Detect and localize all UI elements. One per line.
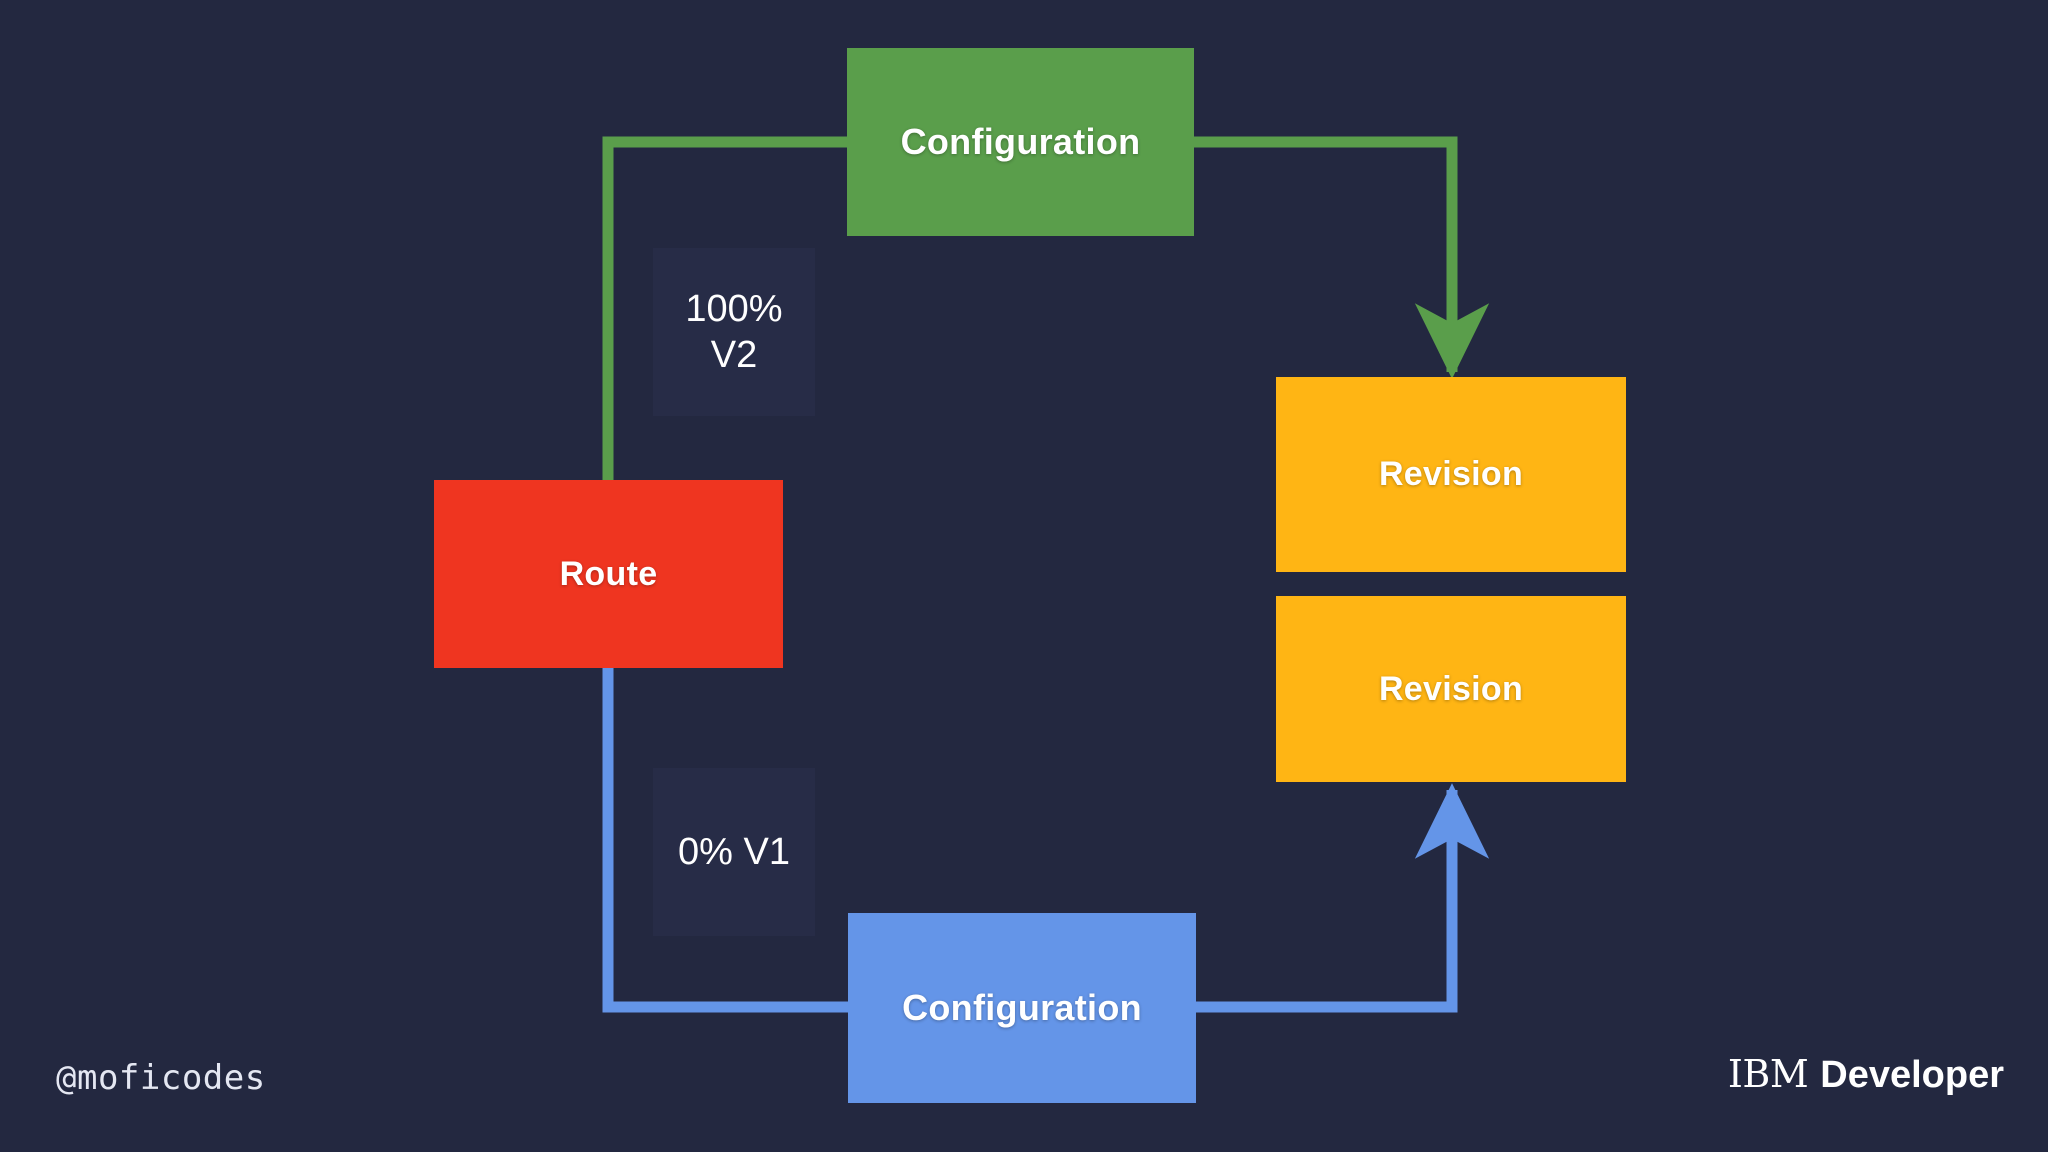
node-configuration-green[interactable]: Configuration <box>847 48 1194 236</box>
ibm-wordmark: IBM <box>1727 1052 1809 1096</box>
node-revision-bottom[interactable]: Revision <box>1276 596 1626 782</box>
edge-blue-right-leg <box>1194 783 1490 1013</box>
node-revision-top[interactable]: Revision <box>1276 377 1626 572</box>
node-configuration-blue-label: Configuration <box>902 987 1142 1028</box>
developer-wordmark: Developer <box>1820 1054 2004 1096</box>
edge-green-right-leg <box>1192 136 1490 379</box>
traffic-split-v1-text: 0% V1 <box>678 830 790 873</box>
node-revision-bottom-label: Revision <box>1378 669 1524 708</box>
ibm-developer-logo: IBM Developer <box>1728 1052 2004 1097</box>
traffic-split-v2-version: V2 <box>710 334 758 376</box>
node-configuration-blue[interactable]: Configuration <box>848 913 1196 1103</box>
author-handle: @moficodes <box>56 1058 266 1098</box>
traffic-split-label-v2: 100% V2 <box>653 248 815 416</box>
traffic-split-v2-percent: 100% <box>685 287 783 330</box>
node-configuration-green-label: Configuration <box>900 121 1141 162</box>
node-revision-top-label: Revision <box>1378 455 1524 493</box>
node-route[interactable]: Route <box>434 480 783 668</box>
traffic-split-label-v1: 0% V1 <box>653 768 815 936</box>
node-route-label: Route <box>559 554 658 593</box>
